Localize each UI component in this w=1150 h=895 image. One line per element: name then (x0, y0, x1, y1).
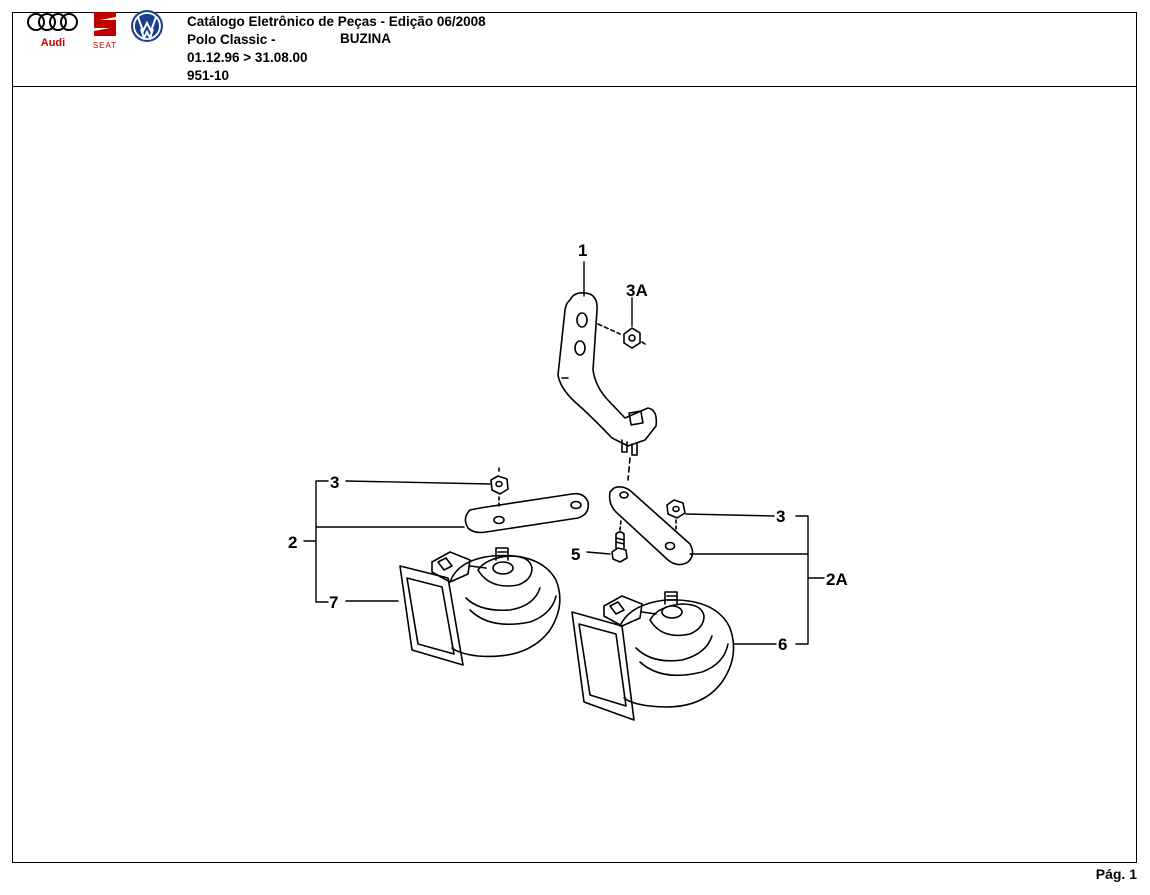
horn-left (399, 547, 561, 666)
left-strap (464, 492, 590, 534)
callout-1: 1 (578, 241, 587, 260)
page-frame (12, 12, 1137, 863)
illustration-code: 951-10 (187, 68, 230, 83)
callout-3a: 3A (626, 281, 648, 300)
right-strap (608, 486, 694, 566)
nut-left (490, 467, 509, 507)
callout-5: 5 (571, 545, 580, 564)
page-number: Pág. 1 (1095, 866, 1137, 882)
catalog-title: Catálogo Eletrônico de Peças - Edição 06… (187, 14, 486, 29)
svg-text:SEAT: SEAT (93, 41, 117, 50)
nut-3a (597, 323, 646, 349)
callouts: 1 3A 3 2 7 5 3 2A 6 (288, 241, 848, 654)
callout-6: 6 (778, 635, 787, 654)
svg-text:Audi: Audi (41, 37, 65, 49)
date-range: 01.12.96 > 31.08.00 (187, 50, 308, 65)
model-name: Polo Classic - (187, 32, 276, 47)
leader-lines (303, 261, 825, 645)
group-name: BUZINA (340, 31, 391, 46)
callout-3-right: 3 (776, 507, 785, 526)
screw-5 (611, 519, 628, 563)
brand-logos: Audi SEAT (27, 10, 163, 50)
callout-2a: 2A (826, 570, 848, 589)
seat-logo: SEAT (93, 12, 117, 50)
nut-right (666, 499, 686, 531)
bracket-part (557, 292, 658, 456)
callout-7: 7 (329, 593, 338, 612)
callout-2: 2 (288, 533, 297, 552)
header-bar (12, 12, 1137, 87)
horn-right (571, 591, 735, 721)
vw-logo (131, 10, 163, 42)
audi-logo (27, 13, 78, 31)
header-text: Catálogo Eletrônico de Peças - Edição 06… (187, 13, 486, 85)
callout-3-left: 3 (330, 473, 339, 492)
